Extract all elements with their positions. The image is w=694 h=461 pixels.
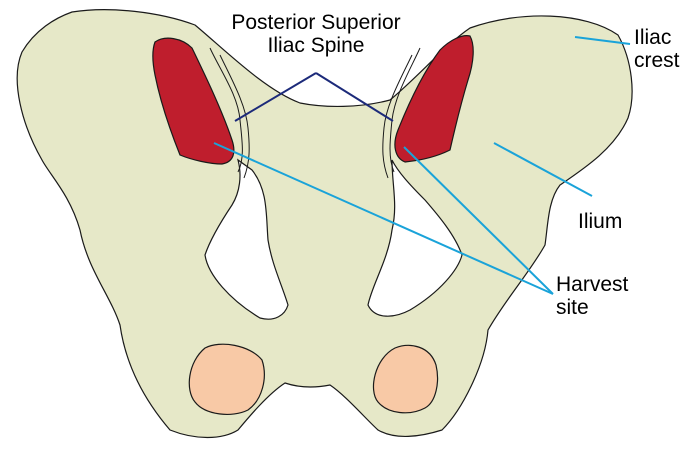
iliac-crest-label: Iliac crest — [634, 26, 680, 72]
psis-label: Posterior Superior Iliac Spine — [200, 11, 432, 57]
harvest-site-label-line2: site — [556, 296, 628, 319]
psis-label-line1: Posterior Superior — [200, 11, 432, 34]
left-acetabulum — [189, 344, 264, 414]
iliac-crest-label-line1: Iliac — [634, 26, 680, 49]
ilium-label: Ilium — [578, 210, 622, 233]
pelvis-bone — [17, 10, 632, 438]
harvest-site-label: Harvest site — [556, 273, 628, 319]
ilium-label-text: Ilium — [578, 210, 622, 233]
harvest-site-label-line1: Harvest — [556, 273, 628, 296]
psis-label-line2: Iliac Spine — [200, 34, 432, 57]
iliac-crest-label-line2: crest — [634, 49, 680, 72]
